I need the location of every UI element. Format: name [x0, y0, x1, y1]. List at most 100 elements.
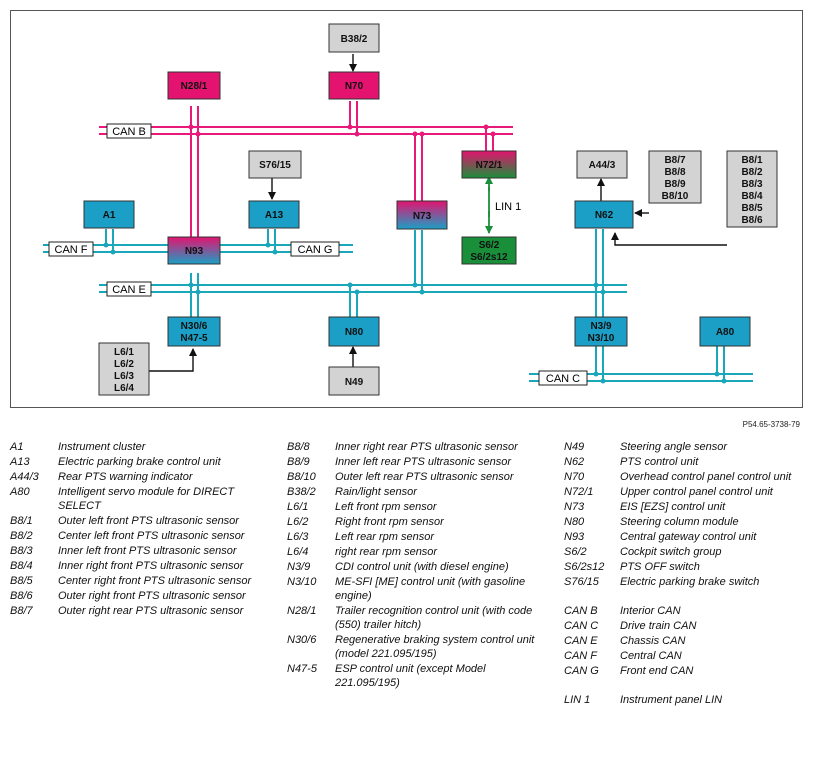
node-a44-3: A44/3	[576, 150, 628, 179]
legend-entry: N62 PTS control unit	[564, 455, 804, 469]
legend-entry: L6/3 Left rear rpm sensor	[287, 530, 549, 544]
legend-entry: B8/5 Center right front PTS ultrasonic se…	[10, 574, 272, 588]
legend-description: Left rear rpm sensor	[335, 531, 435, 543]
node-s6-2-label-2: S6/2s12	[470, 252, 508, 263]
legend-code: N73	[564, 501, 585, 513]
node-b8-rear: B8/7 B8/8 B8/9 B8/10	[648, 150, 702, 204]
node-n62: N62	[574, 200, 634, 229]
legend-description: Electric parking brake switch	[620, 576, 760, 588]
legend-code: N47-5	[287, 663, 317, 675]
node-n80-label: N80	[345, 327, 364, 338]
legend-description: Chassis CAN	[620, 635, 686, 647]
legend-description: Central CAN	[620, 650, 682, 662]
node-n49-label: N49	[345, 377, 364, 388]
legend-code: CAN E	[564, 635, 598, 647]
legend-code: N3/10	[287, 576, 317, 588]
node-n28-1-label: N28/1	[181, 81, 208, 92]
legend-description: Center right front PTS ultrasonic sensor	[58, 575, 252, 587]
legend-code: N70	[564, 471, 585, 483]
figure-reference: P54.65-3738-79	[742, 420, 800, 429]
node-s76-15-label: S76/15	[259, 160, 291, 171]
node-n73-label: N73	[413, 211, 432, 222]
node-a80-label: A80	[716, 327, 735, 338]
network-diagram-svg: CAN B CAN F CAN G CAN E CAN C LIN 1 B38/…	[43, 23, 778, 396]
legend-description: Intelligent servo module for DIRECT SELE…	[58, 486, 235, 512]
legend-description: Center left front PTS ultrasonic sensor	[58, 530, 245, 542]
legend-code: B8/5	[10, 575, 33, 587]
legend-description: Trailer recognition control unit (with c…	[335, 605, 533, 631]
bus-labels: CAN B CAN F CAN G CAN E CAN C LIN 1	[48, 123, 588, 386]
legend-code: A1	[10, 441, 24, 453]
node-b8-front-label-1: B8/1	[741, 155, 763, 166]
node-l6-label-4: L6/4	[114, 383, 134, 394]
node-n3-9: N3/9 N3/10	[574, 316, 628, 347]
node-b8-rear-label-3: B8/9	[664, 179, 686, 190]
can-g-label: CAN G	[298, 244, 333, 256]
node-n49: N49	[328, 366, 380, 396]
node-b8-rear-label-2: B8/8	[664, 167, 686, 178]
legend-code: A44/3	[10, 471, 39, 483]
legend-description: ESP control unit (except Model 221.095/1…	[335, 663, 486, 689]
legend-code: L6/3	[287, 531, 309, 543]
legend-description: PTS control unit	[620, 456, 699, 468]
legend-description: Regenerative braking system control unit…	[335, 634, 535, 660]
legend-description: Inner left rear PTS ultrasonic sensor	[335, 456, 512, 468]
legend-code: N72/1	[564, 486, 594, 498]
can-b-label: CAN B	[112, 126, 146, 138]
node-b8-rear-label-1: B8/7	[664, 155, 686, 166]
legend-code: L6/4	[287, 546, 309, 558]
signal-arrows	[149, 54, 727, 372]
legend-code: N62	[564, 456, 585, 468]
legend-code: CAN F	[564, 650, 597, 662]
legend-description: Central gateway control unit	[620, 531, 757, 543]
legend-entry: CAN F Central CAN	[564, 649, 804, 663]
legend-code: B38/2	[287, 486, 316, 498]
node-b8-front: B8/1 B8/2 B8/3 B8/4 B8/5 B8/6	[726, 150, 778, 228]
legend-description: right rear rpm sensor	[335, 546, 438, 558]
legend-description: Outer right front PTS ultrasonic sensor	[58, 590, 246, 602]
node-b8-front-label-6: B8/6	[741, 215, 763, 226]
legend-description: Upper control panel control unit	[620, 486, 773, 498]
legend-description: Rain/light sensor	[335, 486, 417, 498]
legend-description: Inner right rear PTS ultrasonic sensor	[335, 441, 518, 453]
lin-1-label: LIN 1	[495, 201, 521, 213]
node-s6-2-label-1: S6/2	[479, 240, 500, 251]
legend-code: CAN C	[564, 620, 599, 632]
legend-description: PTS OFF switch	[620, 561, 700, 573]
legend-description: Rear PTS warning indicator	[58, 471, 193, 483]
node-s76-15: S76/15	[248, 150, 302, 179]
node-l6: L6/1 L6/2 L6/3 L6/4	[98, 342, 150, 396]
legend-description: Left front rpm sensor	[335, 501, 437, 513]
legend-entry: A44/3 Rear PTS warning indicator	[10, 470, 272, 484]
legend-code: N93	[564, 531, 585, 543]
legend-description: Drive train CAN	[620, 620, 697, 632]
legend-entry: CAN C Drive train CAN	[564, 619, 804, 633]
node-a13-label: A13	[265, 210, 284, 221]
can-c-label: CAN C	[546, 373, 580, 385]
legend-code: N49	[564, 441, 585, 453]
legend-code: B8/7	[10, 605, 33, 617]
legend-entry: N93 Central gateway control unit	[564, 530, 804, 544]
legend-code: S76/15	[564, 576, 599, 588]
legend-description: Outer left front PTS ultrasonic sensor	[58, 515, 239, 527]
node-n80: N80	[328, 316, 380, 347]
legend-description: EIS [EZS] control unit	[620, 501, 726, 513]
node-n30-6-label-2: N47-5	[180, 333, 208, 344]
node-n28-1: N28/1	[167, 71, 221, 100]
legend-gap	[564, 679, 804, 693]
node-l6-label-1: L6/1	[114, 347, 134, 358]
node-n70: N70	[328, 71, 380, 100]
